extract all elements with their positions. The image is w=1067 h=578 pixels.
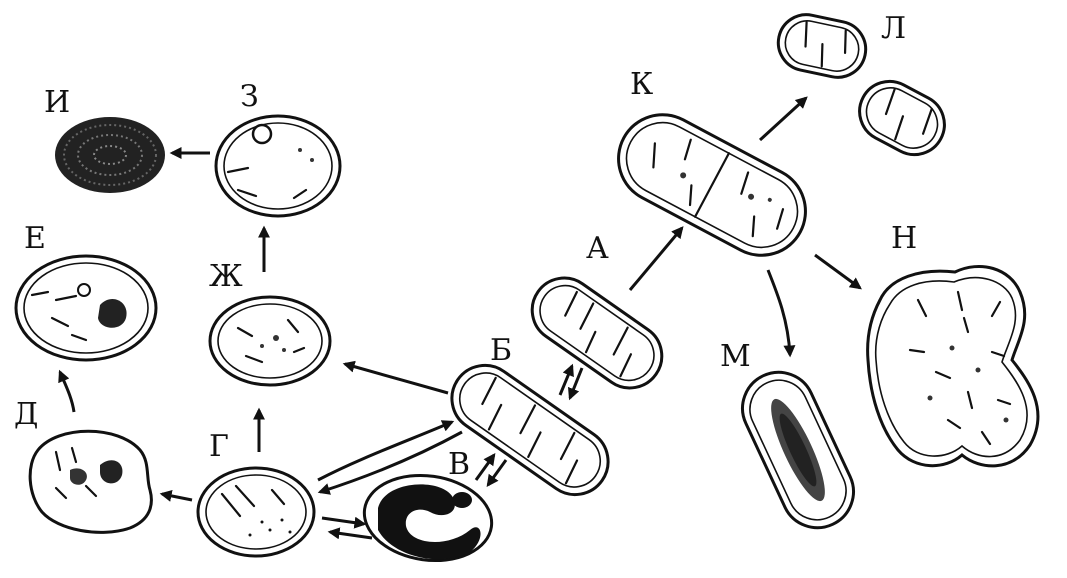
mitochondrion-l-lower (849, 71, 955, 165)
label-e: Е (24, 221, 46, 256)
label-zh: Ж (209, 259, 243, 294)
arrow-b-to-a-up (560, 366, 572, 395)
arrow-k-to-n (815, 255, 860, 288)
label-d: Д (14, 397, 38, 432)
label-l: Л (881, 11, 906, 46)
label-b: Б (490, 333, 512, 368)
mitochondrion-d (30, 431, 151, 532)
arrow-g-to-b (318, 422, 452, 480)
arrow-a-to-k (630, 228, 682, 290)
arrow-d-to-e (60, 372, 74, 412)
label-i: И (44, 85, 70, 120)
mitochondrion-i-degraded (55, 117, 165, 193)
mitochondrion-g (198, 468, 314, 556)
mitochondrion-b (439, 352, 621, 507)
mitochondrion-v (359, 468, 497, 569)
mitochondrion-n (868, 266, 1038, 465)
arrow-b-to-zh (345, 364, 448, 393)
label-m: М (720, 339, 751, 374)
label-a: А (586, 231, 609, 266)
arrow-v-to-g (330, 532, 372, 538)
label-g: Г (209, 429, 229, 464)
arrow-k-to-m (768, 270, 790, 355)
label-k: К (630, 67, 653, 102)
mitochondrion-e (16, 256, 156, 360)
arrow-a-to-b-down (570, 368, 582, 398)
label-n: Н (891, 221, 917, 256)
mitochondrion-z (216, 116, 340, 216)
arrow-g-to-d (162, 494, 192, 500)
arrow-b-to-v-down (488, 460, 506, 485)
mitochondrion-a (520, 265, 675, 400)
arrow-v-to-b-up (476, 455, 494, 480)
arrow-k-to-l (760, 98, 806, 140)
mitochondrion-zh (210, 297, 330, 385)
mitochondrion-m (731, 360, 866, 539)
mitochondrion-k (603, 99, 821, 271)
label-z: З (240, 79, 259, 114)
arrow-g-to-v (322, 518, 364, 524)
mitochondrion-l-upper (773, 9, 871, 82)
label-v: В (448, 447, 470, 482)
